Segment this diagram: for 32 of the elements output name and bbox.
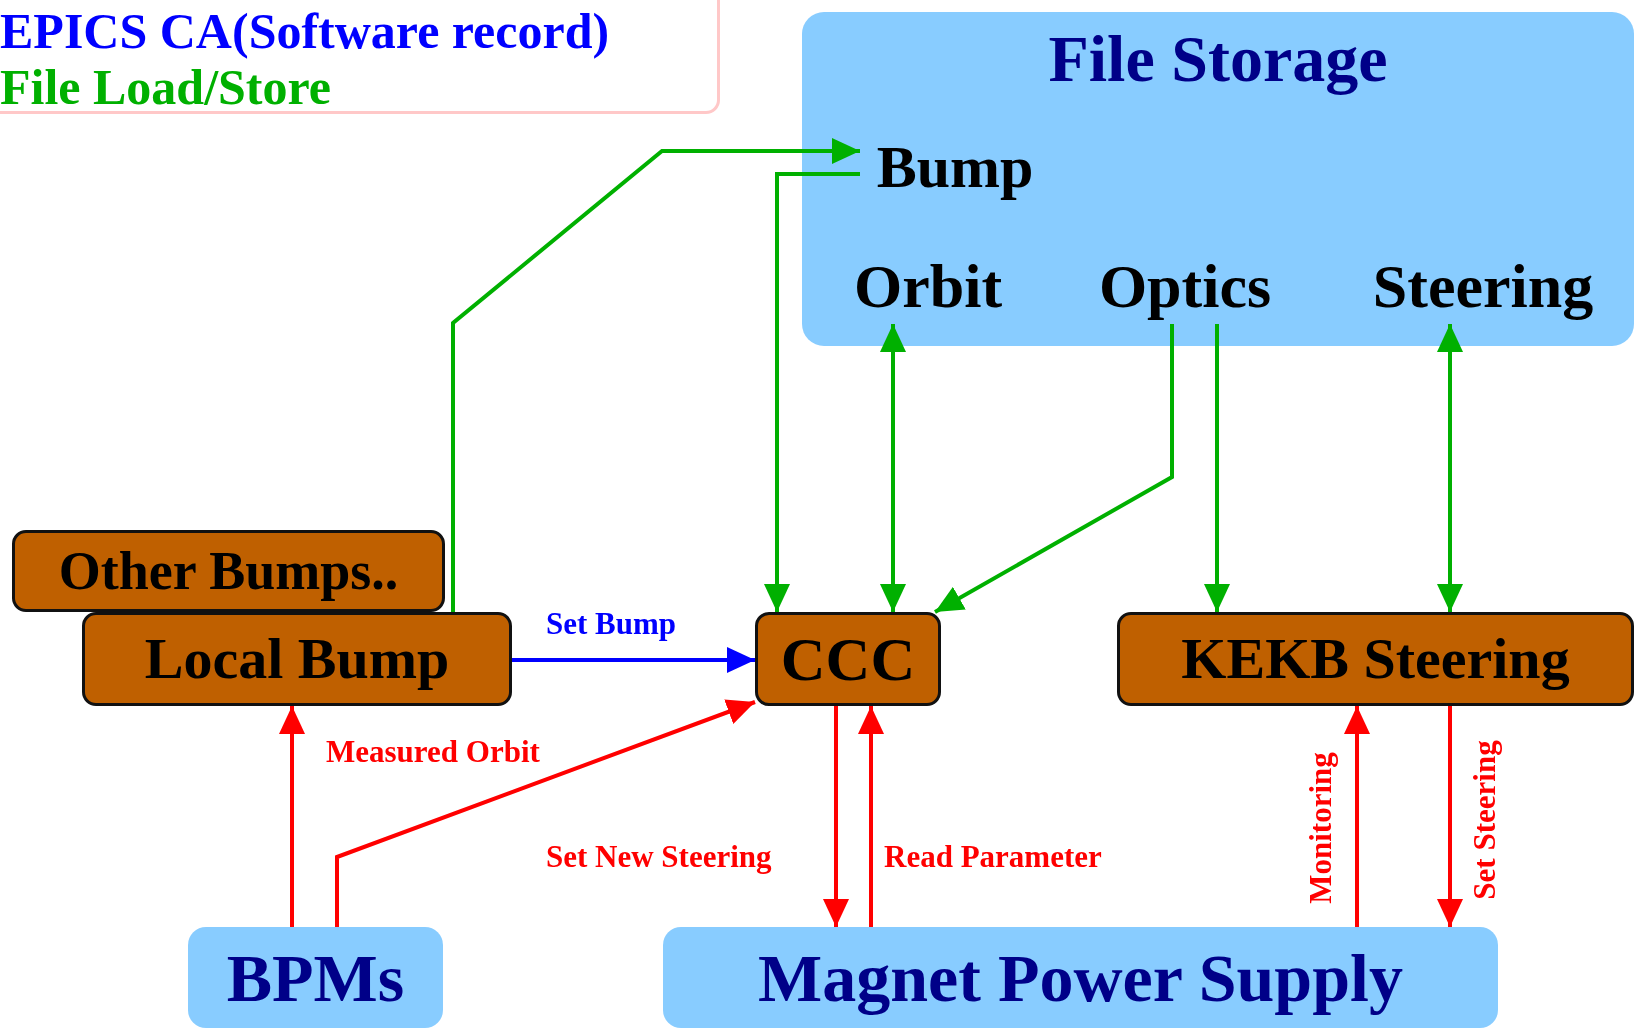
arrow bbox=[880, 324, 906, 612]
edge-label: Measured Orbit bbox=[326, 736, 540, 767]
edge-label: Set New Steering bbox=[546, 841, 772, 872]
arrow bbox=[1437, 706, 1463, 927]
arrow bbox=[451, 138, 860, 612]
arrow bbox=[335, 699, 756, 927]
process-box bbox=[82, 612, 512, 706]
arrow bbox=[823, 706, 849, 927]
process-box bbox=[1117, 612, 1634, 706]
edge-label: Set Steering bbox=[1468, 740, 1500, 900]
arrow bbox=[1344, 706, 1370, 927]
arrow bbox=[1437, 324, 1463, 612]
arrow bbox=[764, 172, 860, 612]
device-box bbox=[663, 927, 1498, 1028]
arrow bbox=[279, 706, 305, 927]
edge-label: Read Parameter bbox=[884, 841, 1102, 872]
edge-label: Set Bump bbox=[546, 608, 677, 639]
storage-panel bbox=[802, 12, 1634, 346]
arrow bbox=[934, 324, 1174, 614]
node-label: KEKB Steering bbox=[1181, 630, 1570, 688]
node-label: BPMs bbox=[226, 943, 405, 1012]
process-box bbox=[12, 530, 445, 612]
arrow bbox=[512, 647, 755, 673]
arrow bbox=[1204, 324, 1230, 612]
node-label: Local Bump bbox=[144, 630, 450, 688]
edge-label: Monitoring bbox=[1304, 752, 1336, 904]
section-label: Orbit bbox=[853, 255, 1003, 317]
legend-entry: File Load/Store bbox=[0, 62, 331, 112]
node-label: CCC bbox=[780, 628, 916, 690]
arrow bbox=[858, 706, 884, 927]
process-box bbox=[755, 612, 941, 706]
device-box bbox=[188, 927, 443, 1028]
